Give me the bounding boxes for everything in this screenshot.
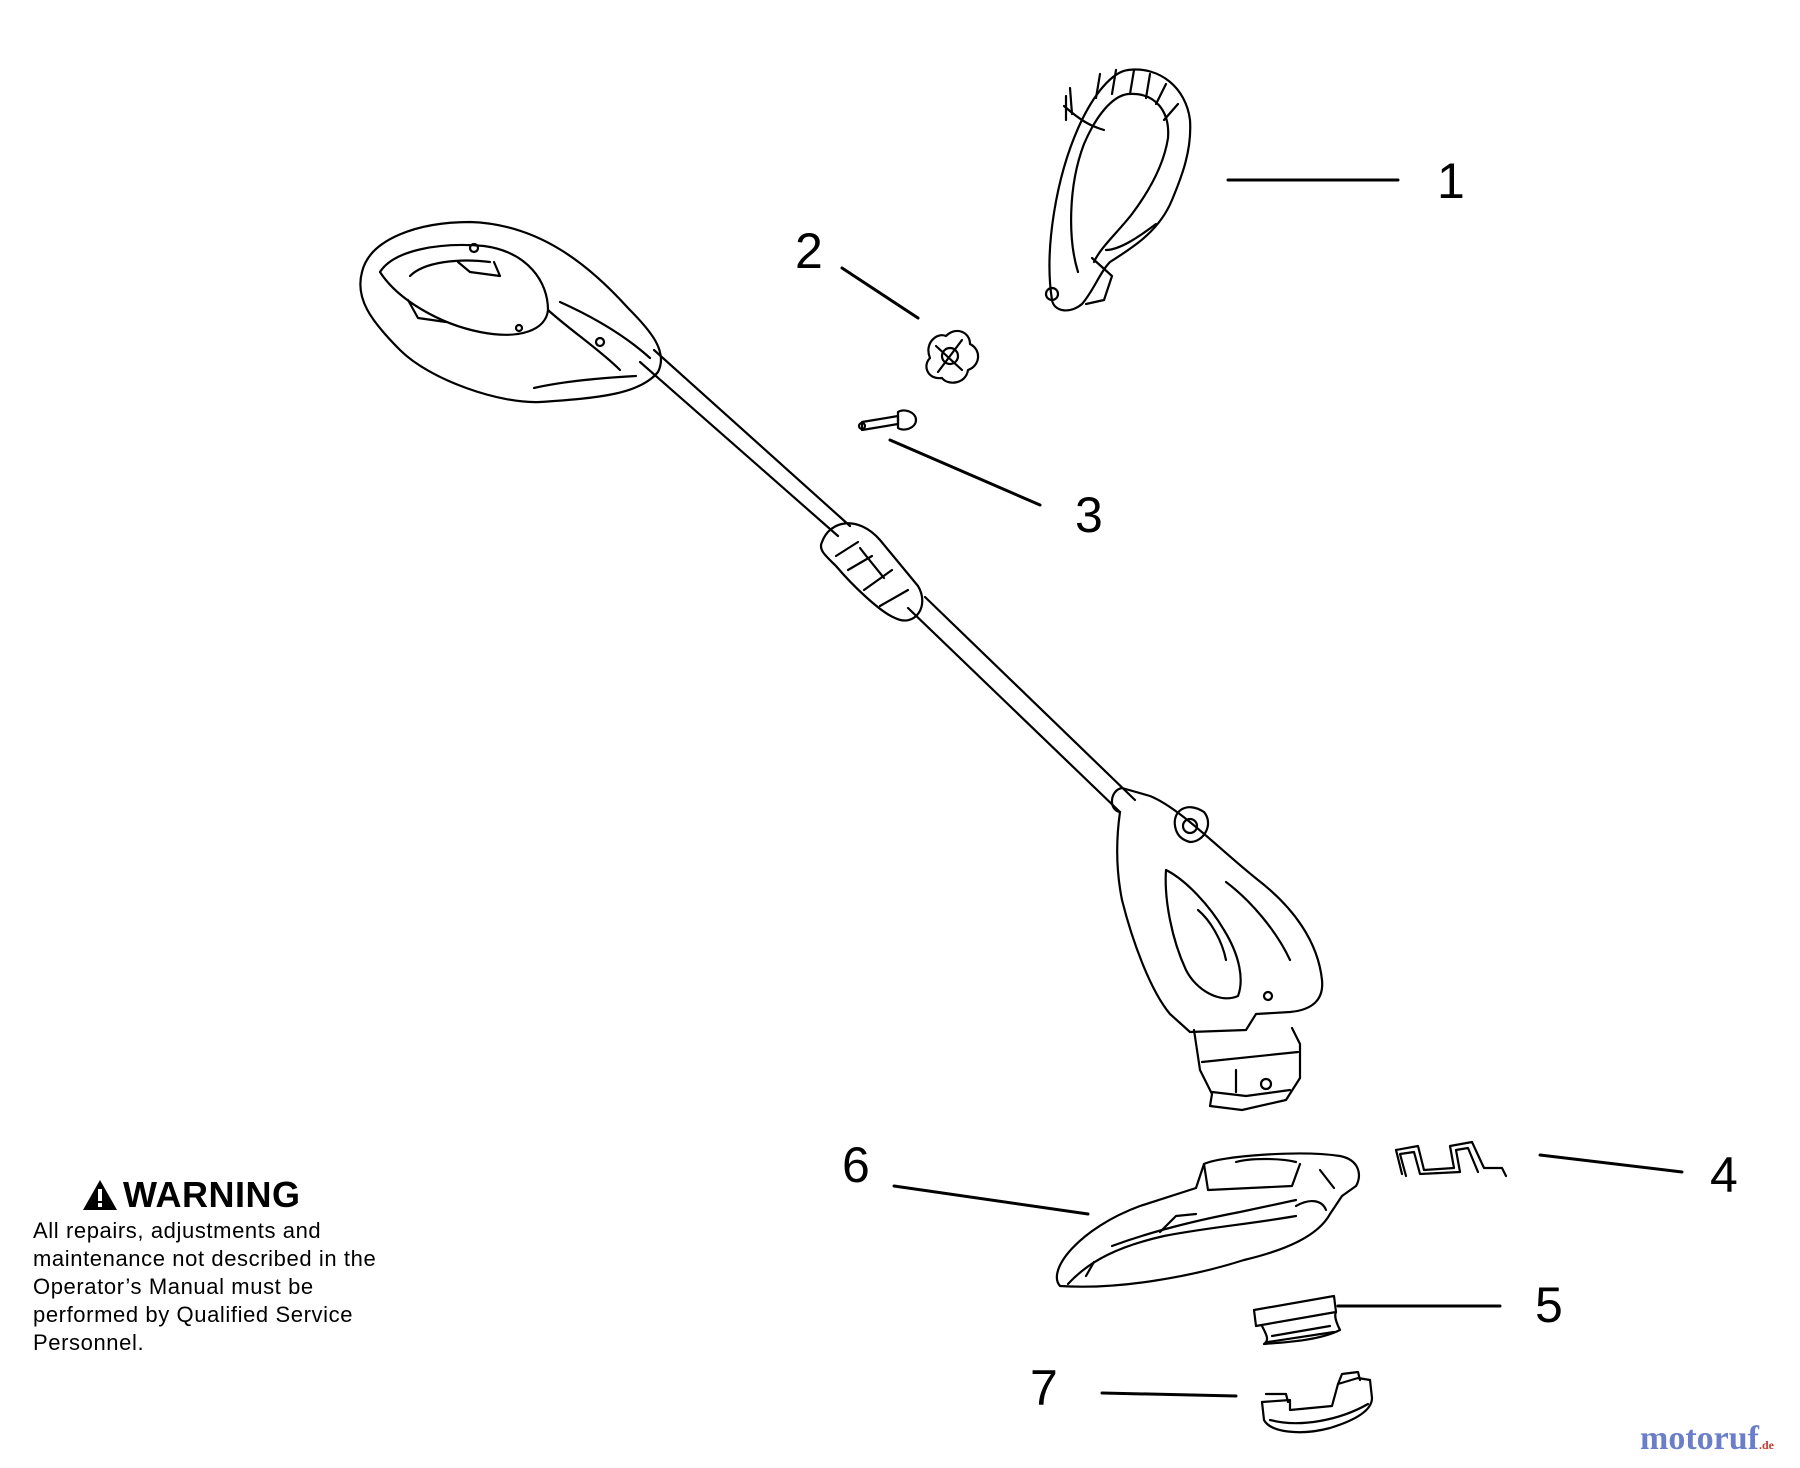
- callout-7: 7: [1030, 1360, 1058, 1416]
- assist-handle: [1044, 68, 1192, 312]
- guard: [1055, 1152, 1360, 1288]
- shaft-tube: [638, 348, 1137, 814]
- warning-header: WARNING: [81, 1175, 433, 1215]
- spool-cap: [1252, 1294, 1342, 1346]
- callout-6: 6: [842, 1137, 870, 1193]
- rear-handle-housing: [359, 220, 663, 404]
- callout-4: 4: [1710, 1147, 1738, 1203]
- warning-box: WARNING All repairs, adjustments and mai…: [33, 1175, 433, 1357]
- leader-line-2: [840, 266, 920, 320]
- motor-housing: [1110, 786, 1324, 1112]
- leader-lines: [840, 178, 1684, 1398]
- edge-guide-wire: [1394, 1140, 1508, 1178]
- brand-tld: .de: [1758, 1438, 1774, 1452]
- callout-5: 5: [1535, 1277, 1563, 1333]
- callout-3: 3: [1075, 487, 1103, 543]
- brand-logo: motoruf.de: [1640, 1422, 1774, 1462]
- brand-name: motoruf: [1640, 1420, 1759, 1457]
- callout-2: 2: [795, 223, 823, 279]
- warning-triangle-icon: [83, 1180, 117, 1210]
- leader-line-7: [1100, 1391, 1238, 1398]
- callout-1: 1: [1437, 153, 1465, 209]
- warning-text: All repairs, adjustments and maintenance…: [33, 1218, 377, 1355]
- bolt: [857, 409, 918, 432]
- warning-title: WARNING: [123, 1174, 301, 1215]
- knob: [925, 329, 980, 384]
- leader-line-6: [892, 1184, 1090, 1216]
- leader-line-3: [888, 438, 1042, 507]
- spool: [1260, 1370, 1374, 1434]
- leader-line-4: [1538, 1153, 1684, 1174]
